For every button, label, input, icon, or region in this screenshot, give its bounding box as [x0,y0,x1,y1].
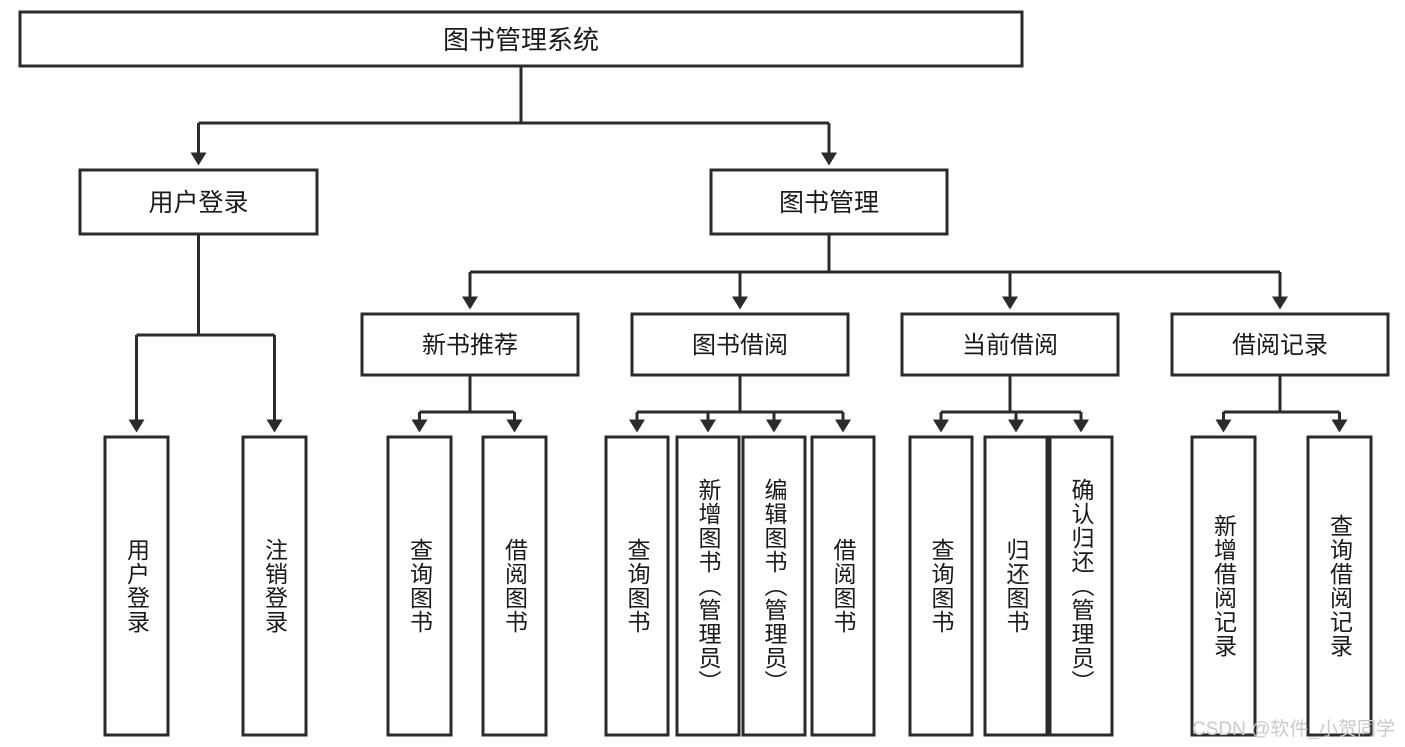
node-label-leaf-bb-query-book: 查询图书 [624,538,651,634]
node-label-leaf-rec-query-book: 查询图书 [407,538,434,634]
node-box-leaf-cb-return-book [983,435,1049,737]
node-box-leaf-rec-query-book [386,435,453,737]
node-leaf-user-logout[interactable]: 注销登录 [241,435,308,737]
node-label-leaf-user-login: 用户登录 [124,538,151,634]
node-box-book-manage [709,168,949,236]
node-box-leaf-br-query-record [1306,435,1373,737]
node-leaf-br-add-record[interactable]: 新增借阅记录 [1190,435,1257,737]
node-leaf-user-login[interactable]: 用户登录 [103,435,170,737]
node-leaf-cb-query-book[interactable]: 查询图书 [908,435,974,737]
node-box-borrow-record [1170,312,1390,377]
node-label-root: 图书管理系统 [443,25,599,55]
node-leaf-bb-edit-book[interactable]: 编辑图书（管理员） [741,435,807,737]
node-label-current-borrow: 当前借阅 [962,332,1058,359]
node-leaf-rec-query-book[interactable]: 查询图书 [386,435,453,737]
node-borrow-record[interactable]: 借阅记录 [1170,312,1390,377]
node-label-borrow-record: 借阅记录 [1232,332,1328,359]
node-boxes: 图书管理系统用户登录图书管理新书推荐图书借阅当前借阅借阅记录用户登录注销登录查询… [18,10,1390,737]
node-box-leaf-bb-add-book [675,435,741,737]
node-label-book-manage: 图书管理 [779,189,879,217]
node-box-user-login [78,168,319,236]
node-box-new-book-rec [360,312,580,377]
connector-edges [128,66,1348,433]
node-label-leaf-user-logout: 注销登录 [262,538,289,634]
node-label-leaf-br-query-record: 查询借阅记录 [1327,514,1354,658]
node-current-borrow[interactable]: 当前借阅 [900,312,1120,377]
node-label-leaf-bb-borrow-book: 借阅图书 [830,538,857,634]
node-box-leaf-rec-borrow-book [481,435,548,737]
node-label-user-login: 用户登录 [148,189,248,217]
node-book-manage[interactable]: 图书管理 [709,168,949,236]
node-box-leaf-bb-borrow-book [810,435,876,737]
node-new-book-rec[interactable]: 新书推荐 [360,312,580,377]
node-box-leaf-bb-edit-book [741,435,807,737]
node-box-leaf-user-login [103,435,170,737]
node-label-leaf-br-add-record: 新增借阅记录 [1211,514,1238,658]
node-leaf-rec-borrow-book[interactable]: 借阅图书 [481,435,548,737]
node-leaf-br-query-record[interactable]: 查询借阅记录 [1306,435,1373,737]
node-label-leaf-cb-confirm-return: 确认归还（管理员） [1068,478,1095,694]
node-root[interactable]: 图书管理系统 [18,10,1024,68]
node-label-leaf-cb-return-book: 归还图书 [1003,538,1030,634]
node-box-leaf-br-add-record [1190,435,1257,737]
node-box-root [18,10,1024,68]
node-box-leaf-cb-query-book [908,435,974,737]
node-box-leaf-bb-query-book [604,435,670,737]
node-box-current-borrow [900,312,1120,377]
node-leaf-cb-return-book[interactable]: 归还图书 [983,435,1049,737]
node-leaf-bb-add-book[interactable]: 新增图书（管理员） [675,435,741,737]
node-label-new-book-rec: 新书推荐 [422,332,518,359]
node-label-book-borrow: 图书借阅 [692,332,788,359]
node-label-leaf-bb-add-book: 新增图书（管理员） [695,478,722,694]
node-label-leaf-rec-borrow-book: 借阅图书 [502,538,529,634]
node-box-leaf-cb-confirm-return [1048,435,1114,737]
node-box-leaf-user-logout [241,435,308,737]
node-label-leaf-bb-edit-book: 编辑图书（管理员） [761,478,788,694]
node-book-borrow[interactable]: 图书借阅 [630,312,850,377]
node-leaf-cb-confirm-return[interactable]: 确认归还（管理员） [1048,435,1114,737]
node-leaf-bb-borrow-book[interactable]: 借阅图书 [810,435,876,737]
node-label-leaf-cb-query-book: 查询图书 [928,538,955,634]
node-box-book-borrow [630,312,850,377]
node-leaf-bb-query-book[interactable]: 查询图书 [604,435,670,737]
node-user-login[interactable]: 用户登录 [78,168,319,236]
